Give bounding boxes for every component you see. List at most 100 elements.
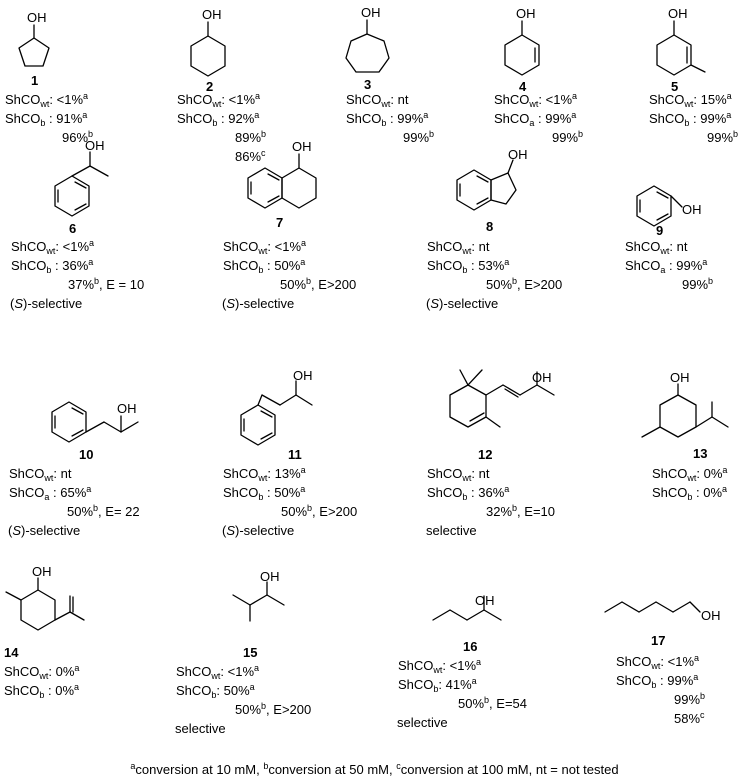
enzyme-variant: wt [39,671,49,681]
hydroxyl-label: OH [701,608,721,623]
conversion-value: 58% [674,711,701,726]
conversion-line: ShCOb : 92%a [177,111,259,128]
hydroxyl-label: OH [508,147,528,162]
conversion-value: 99% [552,130,579,145]
enantioselectivity: , E = 10 [99,277,145,292]
conversion-line: ShCOwt: <1%a [223,238,307,256]
footnote-marker: a [254,663,260,673]
enzyme-name: ShCO [625,239,661,254]
conversion-value: : <1% [267,239,302,254]
hydroxyl-label: OH [532,370,552,385]
enzyme-variant: wt [660,246,670,256]
enzyme-variant: wt [381,99,391,109]
conversion-line: 96%b [62,130,93,146]
enzyme-variant: b [212,118,218,128]
footnote-text: conversion at 100 mM, nt = not tested [400,762,619,777]
hydroxyl-label: OH [670,370,690,385]
conversion-line: ShCOwt: 0%a [4,664,79,681]
footnote-marker: a [255,91,261,101]
enzyme-name: ShCO [616,673,652,688]
conversion-line: ShCOb : 0%a [4,682,80,700]
enzyme-variant: b [40,118,46,128]
hydroxyl-label: OH [668,6,688,21]
hydroxyl-label: OH [32,564,52,579]
footnote-marker: b [512,503,518,513]
enzyme-variant: b [433,684,439,694]
conversion-line: 50%b, E=54 [458,696,527,712]
enzyme-name: ShCO [176,664,212,679]
conversion-line: ShCOwt: 13%a [223,465,306,483]
conversion-value: : nt [471,239,490,254]
footnote-marker: a [300,465,306,475]
compound-number: 6 [69,221,77,236]
footnote-marker: a [726,110,732,120]
conversion-value: : 50% [263,258,301,273]
conversion-value: 50% [281,504,308,519]
conversion-value: : 15% [693,92,727,107]
footnote-marker: a [82,110,88,120]
conversion-line: ShCOb : 50%a [223,258,305,275]
conversion-value: : 36% [467,485,505,500]
footnote-marker: a [726,91,732,101]
enzyme-name: ShCO [649,92,685,107]
conversion-line: ShCOwt: nt [346,92,408,109]
footnote-marker: a [301,238,307,248]
conversion-value: 32% [486,504,513,519]
conversion-value: : 0% [696,466,723,481]
conversion-value: 96% [62,130,89,145]
enzyme-variant: wt [258,473,268,483]
footnote-marker: a [693,672,699,682]
conversion-value: 99% [403,130,430,145]
footnote-marker: c [261,148,266,158]
enzyme-name: ShCO [176,683,212,698]
enzyme-variant: a [44,492,50,502]
conversion-line: 99%b [674,692,705,708]
footnote-marker: c [700,710,705,720]
hydroxyl-label: OH [117,401,137,416]
conversion-value: : 0% [692,485,723,500]
enzyme-variant: wt [684,99,694,109]
conversion-line: 50%b, E= 22 [67,503,140,520]
conversion-line: ShCOb : 36%a [11,258,93,275]
conversion-value: : 41% [438,677,472,692]
conversion-line: 50%b, E>200 [281,503,358,520]
conversion-line: 86%c [235,148,266,165]
enzyme-name: ShCO [494,111,530,126]
enzyme-variant: b [651,680,657,690]
conversion-value: : 99% [534,111,572,126]
compound-number: 2 [206,79,214,94]
footnote-text: conversion at 10 mM, [135,762,264,777]
selectivity-label: (S)-selective [222,296,295,311]
selectivity-label: selective [175,721,226,736]
conversion-value: 50% [486,277,513,292]
enzyme-name: ShCO [5,92,41,107]
footnote-marker: b [93,503,99,513]
footnote-marker: b [306,276,312,286]
footnote-marker: b [307,503,313,513]
conversion-line: ShCOb : 50%a [223,485,305,502]
compound-number: 11 [288,447,302,462]
conversion-line: 50%b, E>200 [486,277,562,293]
footnote-marker: a [694,653,700,663]
enzyme-name: ShCO [616,654,652,669]
conversion-value: : <1% [220,664,255,679]
footnote-marker: a [471,676,477,686]
enantioselectivity: , E>200 [312,504,358,519]
footnote-marker: a [130,761,136,771]
selectivity-label: (S)-selective [222,523,295,538]
footnote-marker: a [702,257,708,267]
footnote-marker: a [74,682,80,692]
footnote-marker: b [708,276,714,286]
selectivity-label: (S)-selective [10,296,83,311]
enzyme-variant: wt [258,246,268,256]
footnote-marker: a [571,110,577,120]
conversion-value: : <1% [442,658,477,673]
footnote-marker: a [722,465,728,475]
enzyme-name: ShCO [223,258,259,273]
compound-number: 14 [4,645,19,660]
